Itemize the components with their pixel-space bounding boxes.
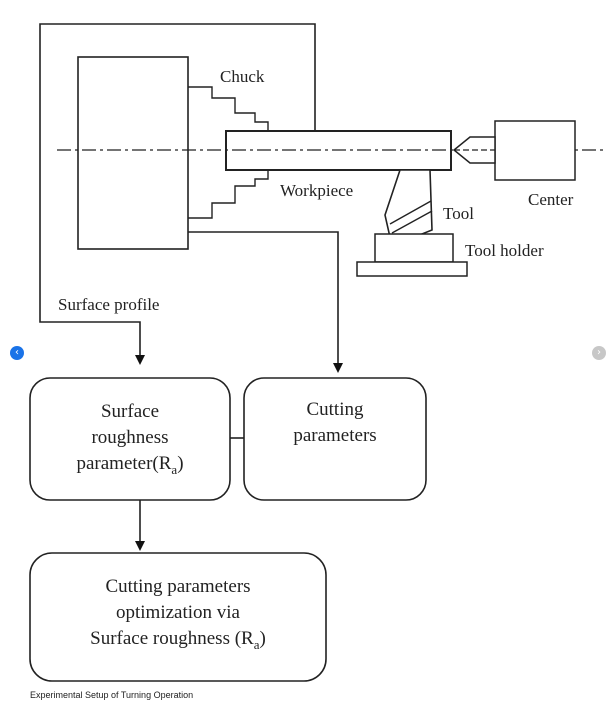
optimization-box: [29, 552, 327, 682]
chuck-jaws-bottom: [188, 170, 269, 219]
surface-profile-label: Surface profile: [58, 295, 159, 314]
center-housing: [494, 120, 576, 181]
optimization-line2: optimization via: [116, 602, 241, 623]
cutting-parameters-line1: Cutting: [306, 399, 364, 420]
cutting-parameters-box: [243, 377, 427, 501]
figure-caption: Experimental Setup of Turning Operation: [30, 690, 194, 700]
chuck-to-cutting-connector: [188, 231, 343, 373]
chevron-right-icon[interactable]: ›: [592, 346, 606, 360]
surface-roughness-line1: Surface: [101, 401, 159, 422]
surface-profile-frame: [39, 23, 316, 365]
center-label: Center: [528, 190, 574, 209]
cutting-parameters-line2: parameters: [293, 425, 376, 446]
surface-roughness-box: [29, 377, 231, 501]
chuck-body: [77, 56, 189, 250]
optimization-line1: Cutting parameters: [105, 576, 250, 597]
tool-holder-label: Tool holder: [465, 241, 544, 260]
chuck-label: Chuck: [220, 67, 265, 86]
surface-roughness-line2: roughness: [91, 427, 168, 448]
optimization-line3: Surface roughness (Ra): [90, 628, 266, 652]
tool-holder-base: [356, 261, 468, 277]
tool-label: Tool: [443, 204, 474, 223]
workpiece-label: Workpiece: [280, 181, 353, 200]
chuck-jaws-top: [188, 86, 269, 131]
tool-holder-block: [374, 233, 454, 263]
chevron-left-icon[interactable]: ‹: [10, 346, 24, 360]
surface-roughness-line3: parameter(Ra): [76, 453, 183, 477]
